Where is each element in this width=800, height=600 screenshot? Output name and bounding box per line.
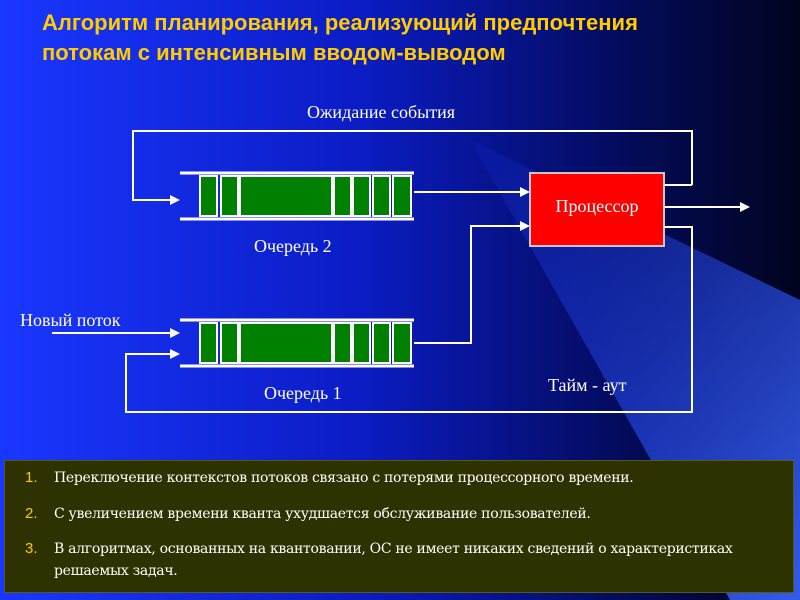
queue-2-slot xyxy=(220,175,239,217)
note-text: В алгоритмах, основанных на квантовании,… xyxy=(54,541,733,579)
arrowhead xyxy=(520,187,530,197)
arrowhead xyxy=(170,328,180,338)
queue-1-label: Очередь 1 xyxy=(264,383,342,403)
wait-event-label: Ожидание события xyxy=(307,102,455,122)
connectors xyxy=(52,130,741,413)
processor-label: Процессор xyxy=(555,196,639,216)
arrowheads xyxy=(170,187,750,359)
queue-1-slot xyxy=(392,322,412,364)
arrowhead xyxy=(170,349,180,359)
queue-1-slot xyxy=(239,322,333,364)
queue-2-slot xyxy=(352,175,371,217)
arrowhead xyxy=(740,202,750,212)
queue-2-slot xyxy=(239,175,333,217)
wait-event-loop xyxy=(132,130,693,201)
note-number: 3. xyxy=(25,540,38,557)
note-text: С увеличением времени кванта ухудшается … xyxy=(54,506,591,522)
slide-title: Алгоритм планирования, реализующий предп… xyxy=(42,8,782,68)
queue-2-slot xyxy=(199,175,218,217)
queue-1-slot xyxy=(352,322,371,364)
timeout-loop xyxy=(125,226,693,413)
queue-1-slot xyxy=(333,322,352,364)
queue-2-label: Очередь 2 xyxy=(254,236,332,256)
queue-2-slot xyxy=(392,175,412,217)
notes-panel: 1. Переключение контекстов потоков связа… xyxy=(4,460,794,593)
note-text: Переключение контекстов потоков связано … xyxy=(54,470,634,486)
processor-box xyxy=(529,172,665,247)
timeout-label: Тайм - аут xyxy=(548,375,627,395)
new-thread-label: Новый поток xyxy=(20,310,121,330)
queue1-to-processor xyxy=(414,225,522,344)
queue-1-slot xyxy=(199,322,218,364)
slide-title-line: потокам с интенсивным вводом-выводом xyxy=(42,40,506,65)
queue-2 xyxy=(180,171,414,221)
note-number: 1. xyxy=(25,469,38,486)
queue-1-slot xyxy=(372,322,391,364)
queue-2-slot xyxy=(333,175,352,217)
slide-title-line: Алгоритм планирования, реализующий предп… xyxy=(42,10,638,35)
note-number: 2. xyxy=(25,505,38,522)
arrowhead xyxy=(520,221,530,231)
queue-1-slot xyxy=(220,322,239,364)
queue-2-slot xyxy=(372,175,391,217)
arrowhead xyxy=(170,195,180,205)
queue-1 xyxy=(180,318,414,368)
